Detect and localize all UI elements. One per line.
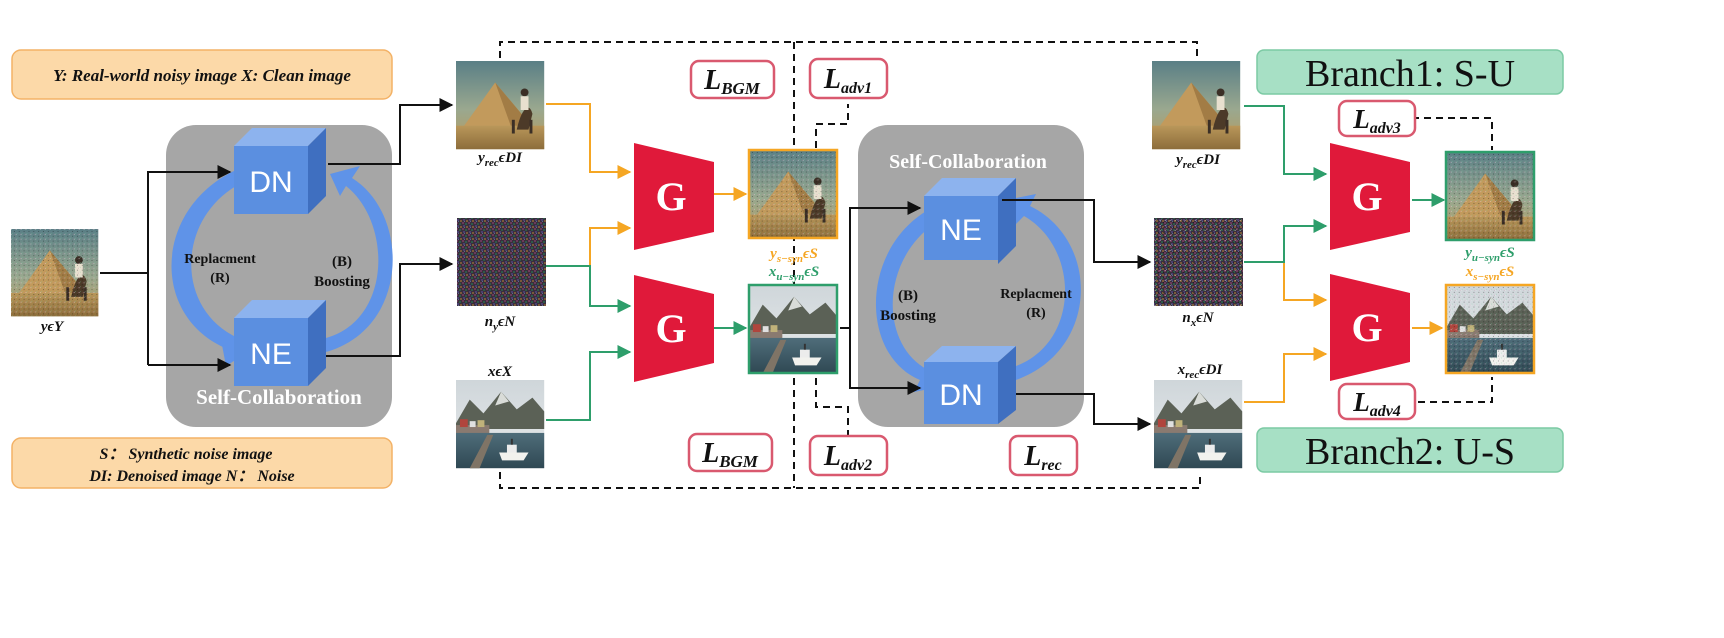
image-yrec-right [1152,61,1241,150]
loss-adv3: Ladv3 [1337,99,1417,138]
label-x-input: xϵX [487,364,513,380]
legend-bottom-line1: S： Synthetic noise image [100,446,273,463]
generator-label: G [1351,174,1382,219]
label-xrec: xrecϵDI [1177,362,1224,381]
loss-adv1: Ladv1 [808,57,889,100]
image-yu-syn [1444,150,1536,242]
boosting-arrow-left [326,166,393,352]
boosting-text-left: Boosting [314,274,370,290]
replacement-arrow-left [171,170,238,352]
generator-4: G [1330,274,1410,381]
loss-rec: Lrec [1008,434,1079,477]
svg-text:Ladv4: Ladv4 [1352,387,1401,420]
dn-cube-right: DN [924,346,1016,424]
svg-text:LBGM: LBGM [703,65,761,98]
generator-label: G [655,306,686,351]
image-xrec [1154,380,1243,469]
branch2-label: Branch2: U-S [1305,431,1515,473]
image-noise-ny [457,218,546,306]
dn-label-right: DN [939,379,982,412]
loss-bgm-bottom: LBGM [687,432,774,473]
boosting-b-left: (B) [332,254,352,270]
svg-text:Ladv2: Ladv2 [823,441,872,474]
boosting-text-right: Boosting [880,308,936,324]
svg-text:Ladv1: Ladv1 [823,64,872,97]
generator-2: G [634,275,714,382]
loss-adv2: Ladv2 [808,434,889,477]
ne-label-right: NE [940,214,982,247]
generator-1: G [634,143,714,250]
label-yu-syn: yu−synϵS [1463,245,1515,264]
dn-label-left: DN [249,166,292,199]
replacement-text-right: Replacment [1000,287,1072,302]
replacement-r-right: (R) [1026,306,1046,321]
loss-adv4: Ladv4 [1337,382,1417,421]
self-collab-caption-right: Self-Collaboration [889,151,1047,173]
label-xu-syn: xu−synϵS [768,264,819,283]
branch1-banner: Branch1: S-U [1256,49,1564,95]
legend-bottom: S： Synthetic noise image DI: Denoised im… [11,437,393,489]
boosting-arrow-right [875,210,944,392]
loss-bgm-top: LBGM [689,59,776,100]
dashed-connectors [499,41,1493,489]
image-noise-nx [1154,218,1243,306]
self-collab-right: NE DN (B) Boosting Replacment (R) Self-C… [858,125,1084,427]
label-yrec-left: yrecϵDI [476,150,523,169]
image-ys-syn [747,148,839,240]
label-ny: nyϵN [485,314,517,333]
legend-top: Y: Real-world noisy image X: Clean image [11,49,393,100]
label-ys-syn: ys−synϵS [768,246,818,265]
self-collab-caption-left: Self-Collaboration [196,385,362,409]
svg-text:Ladv3: Ladv3 [1352,104,1401,137]
generator-label: G [655,174,686,219]
dn-cube-left: DN [234,128,326,214]
image-x-clean-input [456,380,545,469]
generator-3: G [1330,143,1410,250]
boosting-b-right: (B) [898,288,918,304]
self-collab-left: DN NE Replacment (R) (B) Boosting Self-C… [166,125,393,427]
orange-arrows [546,103,1444,403]
image-yrec-left [456,61,545,150]
legend-top-text: Y: Real-world noisy image X: Clean image [53,66,351,85]
svg-text:Lrec: Lrec [1023,441,1062,474]
branch1-label: Branch1: S-U [1305,53,1515,95]
branch2-banner: Branch2: U-S [1256,427,1564,473]
generator-label: G [1351,305,1382,350]
replacement-text-left: Replacment [184,252,256,267]
label-xs-syn: xs−synϵS [1465,264,1515,283]
label-yrec-right: yrecϵDI [1174,152,1221,171]
ne-cube-left: NE [234,300,326,386]
image-xs-syn [1444,283,1536,375]
black-arrows [100,98,1152,431]
ne-label-left: NE [250,338,292,371]
image-y-noisy-input [11,229,99,317]
label-nx: nxϵN [1182,310,1214,329]
green-arrows [546,105,1446,421]
replacement-arrow-right [1006,194,1081,380]
svg-text:LBGM: LBGM [701,438,759,471]
label-y-input: yϵY [39,319,65,335]
replacement-r-left: (R) [210,271,230,286]
image-xu-syn [747,283,839,375]
ne-cube-right: NE [924,178,1016,264]
legend-bottom-line2: DI: Denoised image N： Noise [88,468,294,485]
